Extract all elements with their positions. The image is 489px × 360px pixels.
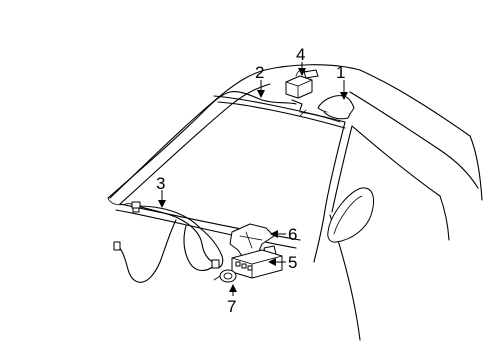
callout-3: 3 (156, 174, 165, 193)
shark-fin-antenna (299, 95, 355, 123)
callout-4: 4 (296, 45, 305, 64)
callout-7: 7 (227, 297, 236, 316)
callout-5: 5 (288, 253, 297, 272)
callout-1: 1 (336, 63, 345, 82)
wiring-harness (113, 201, 224, 283)
callout-labels: 1 2 3 4 5 6 7 (156, 45, 345, 316)
antenna-cable (107, 91, 303, 213)
callout-2: 2 (255, 63, 264, 82)
callout-arrows (158, 62, 348, 296)
vehicle-body-outline (109, 64, 483, 341)
callout-6: 6 (288, 225, 297, 244)
side-mirror (327, 187, 375, 243)
connector-module (285, 69, 319, 99)
round-connector (213, 269, 237, 283)
